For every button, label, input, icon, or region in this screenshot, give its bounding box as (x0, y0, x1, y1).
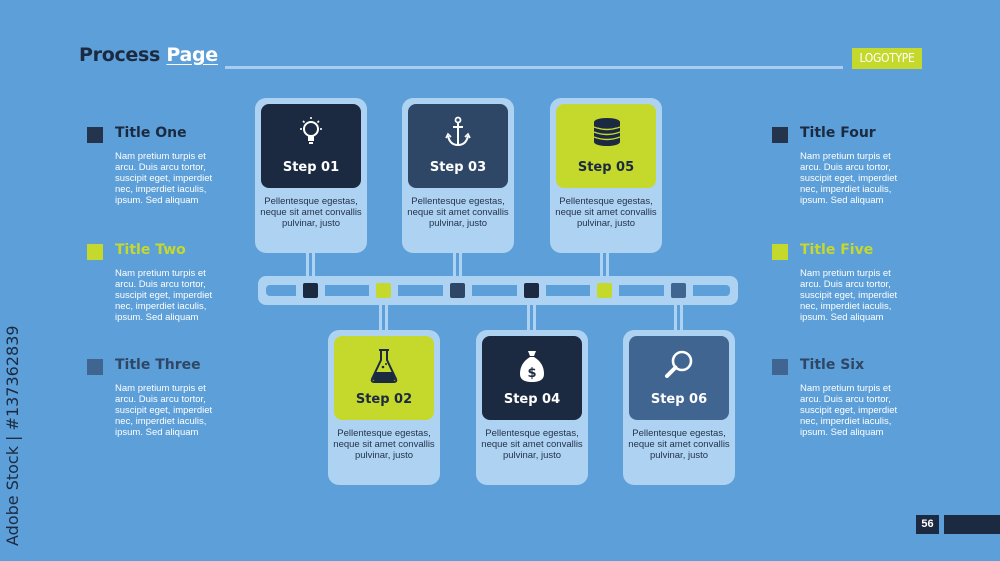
connector-step-01 (306, 249, 315, 277)
connector-step-02 (379, 304, 388, 332)
side-item-body: Nam pretium turpis et arcu. Duis arcu to… (115, 151, 213, 206)
timeline-node-step-03 (443, 276, 472, 305)
side-item-title: Title Six (800, 357, 865, 373)
step-tile: Step 05 (556, 104, 656, 188)
side-item-body: Nam pretium turpis et arcu. Duis arcu to… (800, 268, 898, 323)
step-label: Step 03 (429, 160, 487, 175)
step-card-06: Step 06 Pellentesque egestas, neque sit … (623, 330, 735, 485)
bullet-square (87, 244, 103, 260)
side-item-body: Nam pretium turpis et arcu. Duis arcu to… (115, 383, 213, 438)
page-number: 56 (916, 515, 939, 534)
step-card-05: Step 05 Pellentesque egestas, neque sit … (550, 98, 662, 253)
anchor-icon (445, 116, 471, 147)
timeline-bar-groove (266, 285, 730, 296)
logo: LOGOTYPE (852, 48, 922, 69)
side-item-body: Nam pretium turpis et arcu. Duis arcu to… (800, 151, 898, 206)
lightbulb-icon (300, 117, 322, 144)
side-item-title: Title Four (800, 125, 876, 141)
footer-bar (944, 515, 1000, 534)
timeline-node-step-06 (664, 276, 693, 305)
side-item-title: Title Five (800, 242, 874, 258)
bullet-square (772, 127, 788, 143)
timeline-node-step-02 (369, 276, 398, 305)
step-description: Pellentesque egestas, neque sit amet con… (260, 196, 362, 229)
side-item-title: Title Three (115, 357, 201, 373)
step-label: Step 02 (355, 392, 413, 407)
step-description: Pellentesque egestas, neque sit amet con… (555, 196, 657, 229)
step-description: Pellentesque egestas, neque sit amet con… (481, 428, 583, 461)
page-title-part1: Process (79, 44, 161, 66)
money-bag-icon: $ (520, 351, 544, 382)
bullet-square (772, 244, 788, 260)
step-tile: Step 03 (408, 104, 508, 188)
step-card-01: Step 01 Pellentesque egestas, neque sit … (255, 98, 367, 253)
step-label: Step 06 (650, 392, 708, 407)
timeline-node-step-04 (517, 276, 546, 305)
step-card-03: Step 03 Pellentesque egestas, neque sit … (402, 98, 514, 253)
step-label: Step 05 (577, 160, 635, 175)
connector-step-05 (600, 249, 609, 277)
side-item-title: Title One (115, 125, 187, 141)
step-tile: Step 02 (334, 336, 434, 420)
side-item-body: Nam pretium turpis et arcu. Duis arcu to… (800, 383, 898, 438)
magnifier-icon (665, 350, 693, 378)
bullet-square (772, 359, 788, 375)
step-card-04: $ Step 04 Pellentesque egestas, neque si… (476, 330, 588, 485)
step-description: Pellentesque egestas, neque sit amet con… (407, 196, 509, 229)
connector-step-04 (527, 304, 536, 332)
flask-icon (370, 349, 398, 383)
step-label: Step 04 (503, 392, 561, 407)
side-item-body: Nam pretium turpis et arcu. Duis arcu to… (115, 268, 213, 323)
connector-step-06 (674, 304, 683, 332)
step-label: Step 01 (282, 160, 340, 175)
title-divider (225, 66, 843, 69)
step-tile: Step 06 (629, 336, 729, 420)
connector-step-03 (453, 249, 462, 277)
page-title-part2: Page (166, 44, 218, 66)
timeline-node-step-05 (590, 276, 619, 305)
bullet-square (87, 359, 103, 375)
timeline-node-step-01 (296, 276, 325, 305)
bullet-square (87, 127, 103, 143)
step-card-02: Step 02 Pellentesque egestas, neque sit … (328, 330, 440, 485)
coin-stack-icon (593, 118, 621, 146)
page-title: Process Page (79, 44, 218, 66)
step-description: Pellentesque egestas, neque sit amet con… (628, 428, 730, 461)
step-tile: $ Step 04 (482, 336, 582, 420)
watermark: Adobe Stock | #137362839 (3, 325, 22, 546)
step-tile: Step 01 (261, 104, 361, 188)
side-item-title: Title Two (115, 242, 186, 258)
step-description: Pellentesque egestas, neque sit amet con… (333, 428, 435, 461)
svg-text:$: $ (527, 366, 536, 381)
